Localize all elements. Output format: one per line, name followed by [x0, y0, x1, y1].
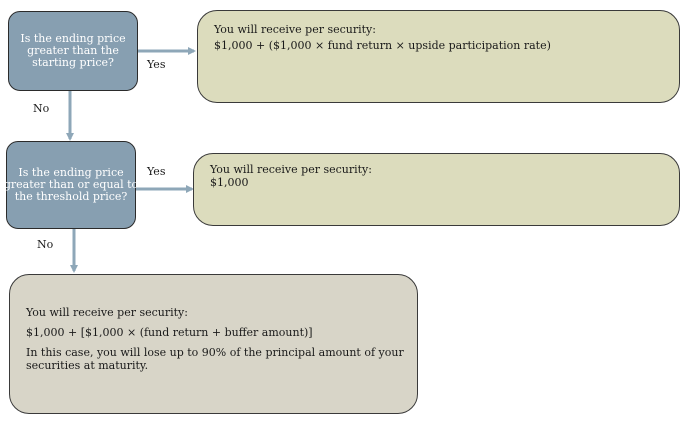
outcome-3-formula: $1,000 + [$1,000 × (fund return + buffer… [26, 326, 313, 339]
outcome-3-note-line-2: securities at maturity. [26, 359, 149, 372]
outcome-2-line-1: You will receive per security: [210, 163, 372, 176]
outcome-principal-return: You will receive per security: $1,000 [193, 153, 680, 226]
no-label-2: No [37, 238, 54, 251]
outcome-1-line-1: You will receive per security: [214, 23, 376, 36]
yes-label-2: Yes [147, 165, 166, 178]
outcome-2-amount: $1,000 [210, 176, 249, 189]
outcome-1-formula: $1,000 + ($1,000 × fund return × upside … [214, 39, 551, 52]
decision-1-line-1: Is the ending price [20, 32, 126, 45]
outcome-3-note-line-1: In this case, you will lose up to 90% of… [26, 346, 404, 359]
decision-ending-vs-starting-price: Is the ending price greater than the sta… [8, 11, 138, 91]
decision-1-line-3: starting price? [32, 56, 114, 69]
outcome-buffered-loss: You will receive per security: $1,000 + … [9, 274, 418, 414]
decision-ending-vs-threshold-price: Is the ending price greater than or equa… [3, 141, 139, 229]
outcome-3-line-1: You will receive per security: [26, 306, 188, 319]
decision-2-line-3: the threshold price? [14, 190, 128, 203]
no-label-1: No [33, 102, 50, 115]
decision-2-line-1: Is the ending price [18, 166, 124, 179]
decision-2-line-2: greater than or equal to [3, 178, 139, 191]
decision-1-line-2: greater than the [27, 44, 119, 57]
yes-label-1: Yes [147, 58, 166, 71]
outcome-upside-payment: You will receive per security: $1,000 + … [197, 10, 680, 103]
